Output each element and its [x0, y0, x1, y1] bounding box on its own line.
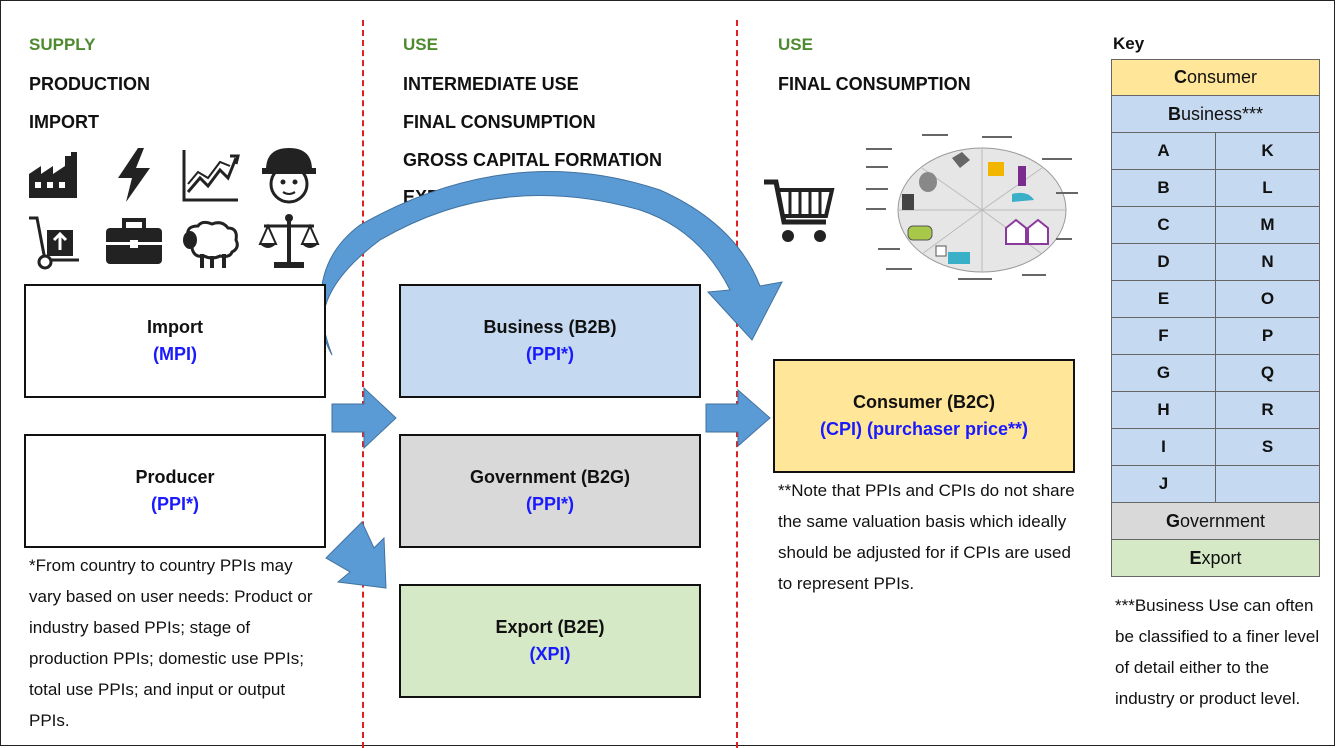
- supply-item-production: PRODUCTION: [29, 74, 150, 94]
- shopping-cart-icon: [762, 176, 836, 248]
- key-consumer-rest: onsumer: [1186, 67, 1258, 87]
- key-government-rest: overnment: [1179, 510, 1266, 531]
- key-cell: N: [1215, 244, 1319, 280]
- key-cell: L: [1215, 170, 1319, 206]
- use-item-gross-capital: GROSS CAPITAL FORMATION: [403, 150, 662, 170]
- government-box-index: (PPI*): [525, 494, 574, 514]
- use-heading-2: USE: [778, 35, 813, 54]
- line-chart-icon: [180, 148, 240, 204]
- key-cell: C: [1112, 207, 1215, 243]
- key-cell: R: [1215, 392, 1319, 428]
- business-use-footnote: ***Business Use can often be classified …: [1115, 596, 1320, 708]
- key-cell: F: [1112, 318, 1215, 354]
- producer-box-index: (PPI*): [150, 494, 199, 514]
- key-business-rest: usiness***: [1180, 103, 1264, 124]
- sheep-icon: [180, 218, 244, 270]
- use-item-intermediate: INTERMEDIATE USE: [403, 74, 579, 94]
- key-cell: K: [1215, 133, 1319, 169]
- use-item-final-consumption: FINAL CONSUMPTION: [403, 112, 596, 132]
- scales-icon: [258, 212, 320, 270]
- key-business-initial: B: [1167, 103, 1181, 124]
- key-cell: I: [1112, 429, 1215, 465]
- key-cell: J: [1112, 466, 1215, 502]
- key-cell: Q: [1215, 355, 1319, 391]
- key-cell: D: [1112, 244, 1215, 280]
- business-box-title: Business (B2B): [483, 317, 617, 337]
- import-box-index: (MPI): [153, 344, 197, 364]
- export-box-index: (XPI): [529, 644, 571, 664]
- business-box-index: (PPI*): [525, 344, 574, 364]
- producer-box-title: Producer: [135, 467, 215, 487]
- cpi-footnote: **Note that PPIs and CPIs do not share t…: [778, 481, 1075, 593]
- column-divider-2: [736, 20, 738, 748]
- export-box-title: Export (B2E): [495, 617, 605, 637]
- key-government-initial: G: [1165, 510, 1180, 531]
- arrow-supply-to-use: [331, 386, 397, 450]
- consumer-box-index: (CPI) (purchaser price**): [819, 419, 1029, 439]
- consumer-box-title: Consumer (B2C): [852, 392, 995, 412]
- hand-truck-icon: [27, 214, 85, 270]
- key-cell: E: [1112, 281, 1215, 317]
- use2-item-final-consumption: FINAL CONSUMPTION: [778, 74, 971, 94]
- key-title: Key: [1113, 34, 1145, 53]
- key-cell: [1215, 466, 1319, 502]
- consumer-box: Consumer (B2C) (CPI) (purchaser price**): [773, 359, 1075, 473]
- export-box: Export (B2E) (XPI): [399, 584, 701, 698]
- key-cell: B: [1112, 170, 1215, 206]
- briefcase-icon: [104, 218, 164, 266]
- key-cell: H: [1112, 392, 1215, 428]
- arrow-use-to-consumer: [705, 388, 771, 448]
- lightning-icon: [112, 146, 156, 204]
- key-cell: P: [1215, 318, 1319, 354]
- business-box: Business (B2B) (PPI*): [399, 284, 701, 398]
- key-export-initial: E: [1189, 547, 1202, 568]
- supply-item-import: IMPORT: [29, 112, 99, 132]
- import-box-title: Import: [147, 317, 203, 337]
- key-cell: M: [1215, 207, 1319, 243]
- ppi-footnote: *From country to country PPIs may vary b…: [29, 556, 313, 730]
- government-box-title: Government (B2G): [469, 467, 631, 487]
- use-heading-1: USE: [403, 35, 438, 54]
- key-cell: S: [1215, 429, 1319, 465]
- column-divider-1: [362, 20, 364, 748]
- key-cell: O: [1215, 281, 1319, 317]
- curved-arrow-import-to-consumer: [320, 171, 783, 356]
- key-export-rest: xport: [1201, 547, 1242, 568]
- key-row-industry: J: [1111, 466, 1320, 503]
- key-consumer-initial: C: [1173, 67, 1187, 87]
- government-box: Government (B2G) (PPI*): [399, 434, 701, 548]
- worker-helmet-icon: [258, 144, 320, 206]
- arrow-producer-to-export: [325, 521, 387, 589]
- key-cell: G: [1112, 355, 1215, 391]
- consumption-wheel-icon: [862, 128, 1092, 288]
- producer-box: Producer (PPI*): [24, 434, 326, 548]
- import-box: Import (MPI): [24, 284, 326, 398]
- factory-icon: [27, 148, 85, 200]
- supply-heading: SUPPLY: [29, 35, 96, 54]
- key-cell: A: [1112, 133, 1215, 169]
